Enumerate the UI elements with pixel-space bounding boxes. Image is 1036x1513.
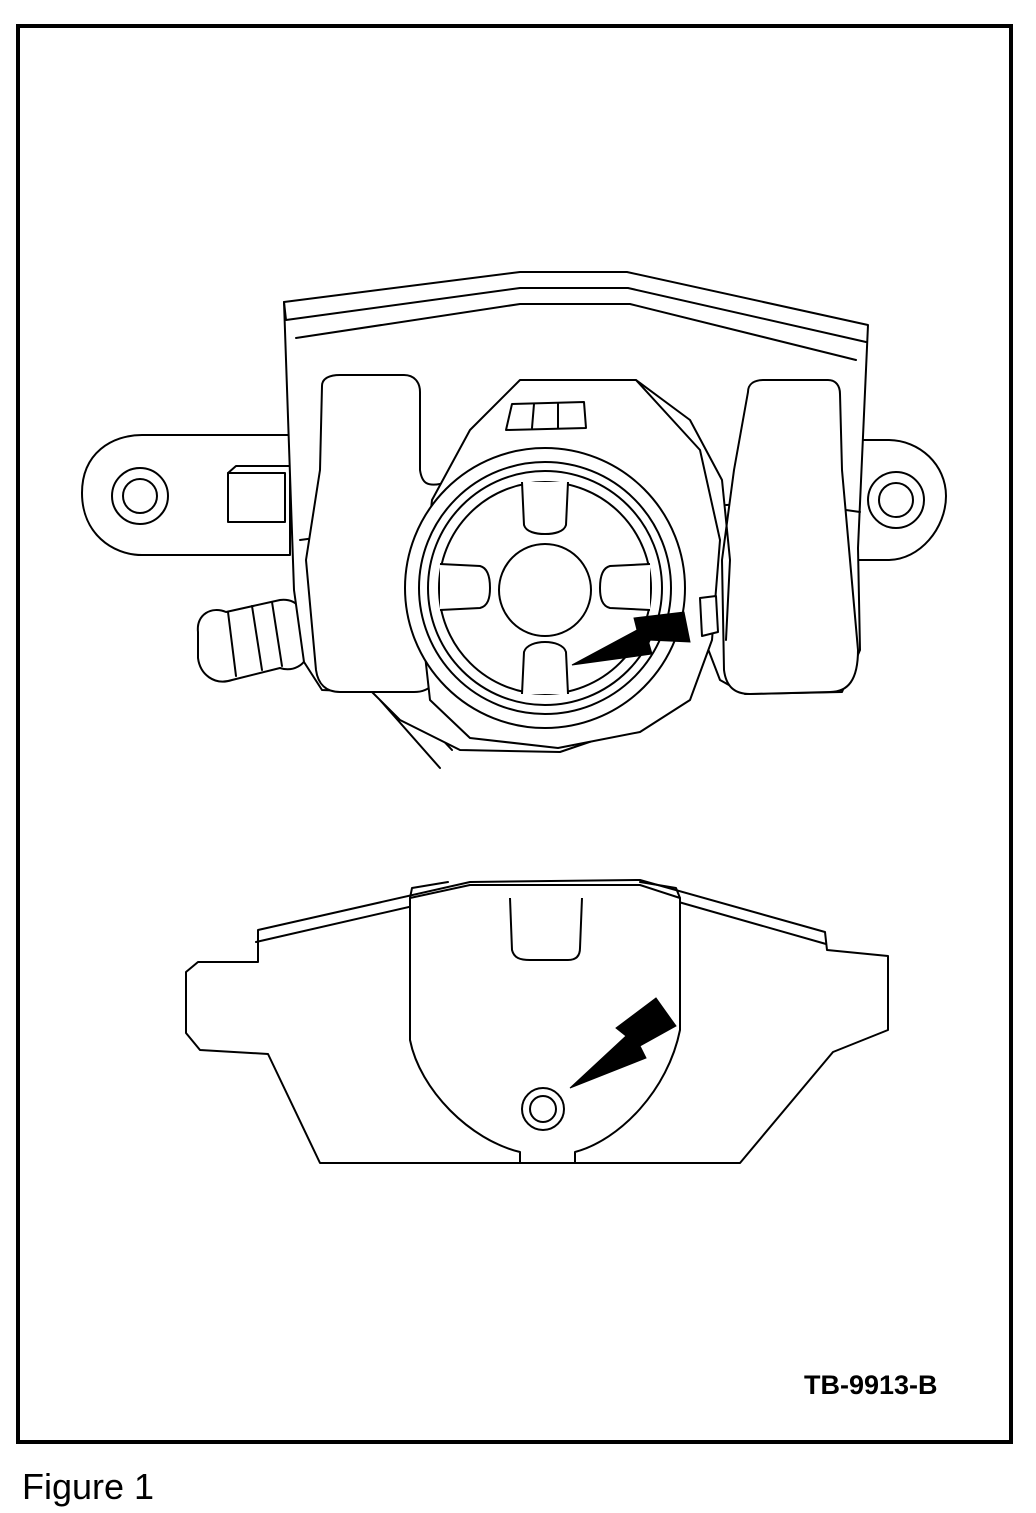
figure-frame	[16, 24, 1013, 1444]
brake-caliper	[82, 272, 946, 768]
drawing-id-label: TB-9913-B	[804, 1370, 938, 1400]
brake-pad-shim	[410, 885, 680, 1163]
caliper-bleeder-fitting	[198, 600, 308, 682]
figure-caption: Figure 1	[22, 1466, 155, 1507]
brake-pad-hole	[522, 1088, 564, 1130]
brake-pad	[186, 880, 888, 1163]
pad-arrow	[570, 998, 676, 1088]
caliper-right-finger	[722, 380, 858, 694]
caliper-arrow	[572, 612, 690, 665]
